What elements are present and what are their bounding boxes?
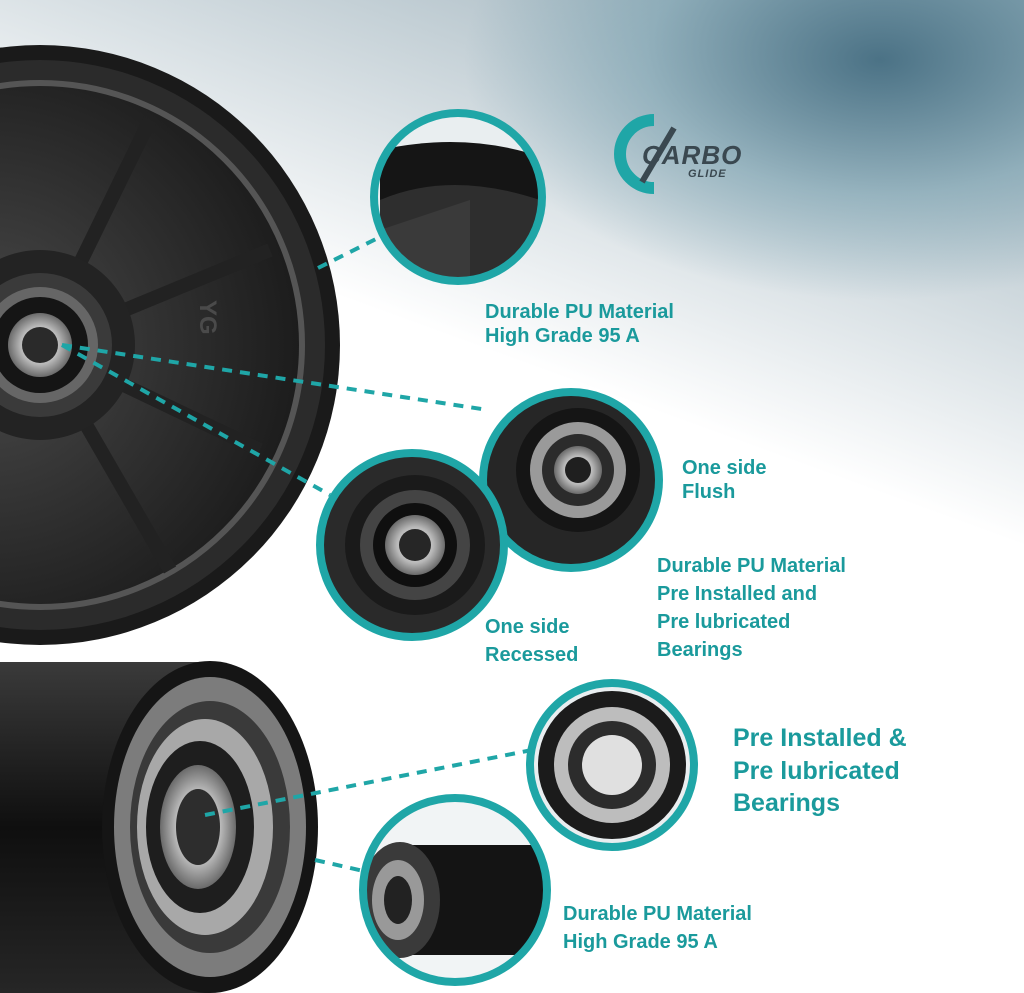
detail-roller-image [359,794,551,986]
callout-flush-line1: One side [682,457,767,479]
detail-recessed-image [316,449,508,641]
callout-bearings-big: Pre Installed & Pre lubricated Bearings [733,722,907,820]
callout-flush: One side Flush [682,456,766,505]
callout-bearings-big-line1: Pre Installed & [733,724,907,752]
logo-word-carbo: CARBO [642,140,743,170]
callout-pu-top-line2: High Grade 95 A [485,325,640,348]
detail-bearing-image [526,679,698,851]
wheel-embossing: YG [194,300,221,335]
callout-bearings-big-line2: Pre lubricated [733,756,900,785]
callout-recessed-line2: Recessed [485,644,579,666]
callout-flush-line2: Flush [682,481,736,504]
callout-recessed: One side Recessed [485,613,578,669]
callout-pu-bottom-line2: High Grade 95 A [563,931,718,953]
callout-pu-bottom-line1: Durable PU Material [563,903,752,925]
callout-pu-bearings: Durable PU Material Pre Installed and Pr… [657,552,846,664]
callout-bearings-big-line3: Bearings [733,789,840,817]
logo-mark-icon [614,114,677,194]
brand-logo: CARBO GLIDE [612,112,772,198]
detail-flush-image [479,388,663,572]
callout-pu-top: Durable PU Material High Grade 95 A [485,300,674,349]
callout-pu-top-line1: Durable PU Material [485,301,674,323]
callout-pu-bottom: Durable PU Material High Grade 95 A [563,900,752,956]
roller-image [0,661,318,993]
callout-recessed-line1: One side [485,616,570,638]
callout-pu-bearings-line2: Pre Installed and [657,583,818,605]
callout-pu-bearings-line3: Pre lubricated [657,611,791,633]
callout-pu-bearings-line1: Durable PU Material [657,555,846,577]
main-wheel-image [0,45,340,645]
detail-tread-image [370,109,546,285]
connector-lines [61,236,533,874]
callout-pu-bearings-line4: Bearings [657,639,743,661]
logo-word-glide: GLIDE [688,168,727,180]
